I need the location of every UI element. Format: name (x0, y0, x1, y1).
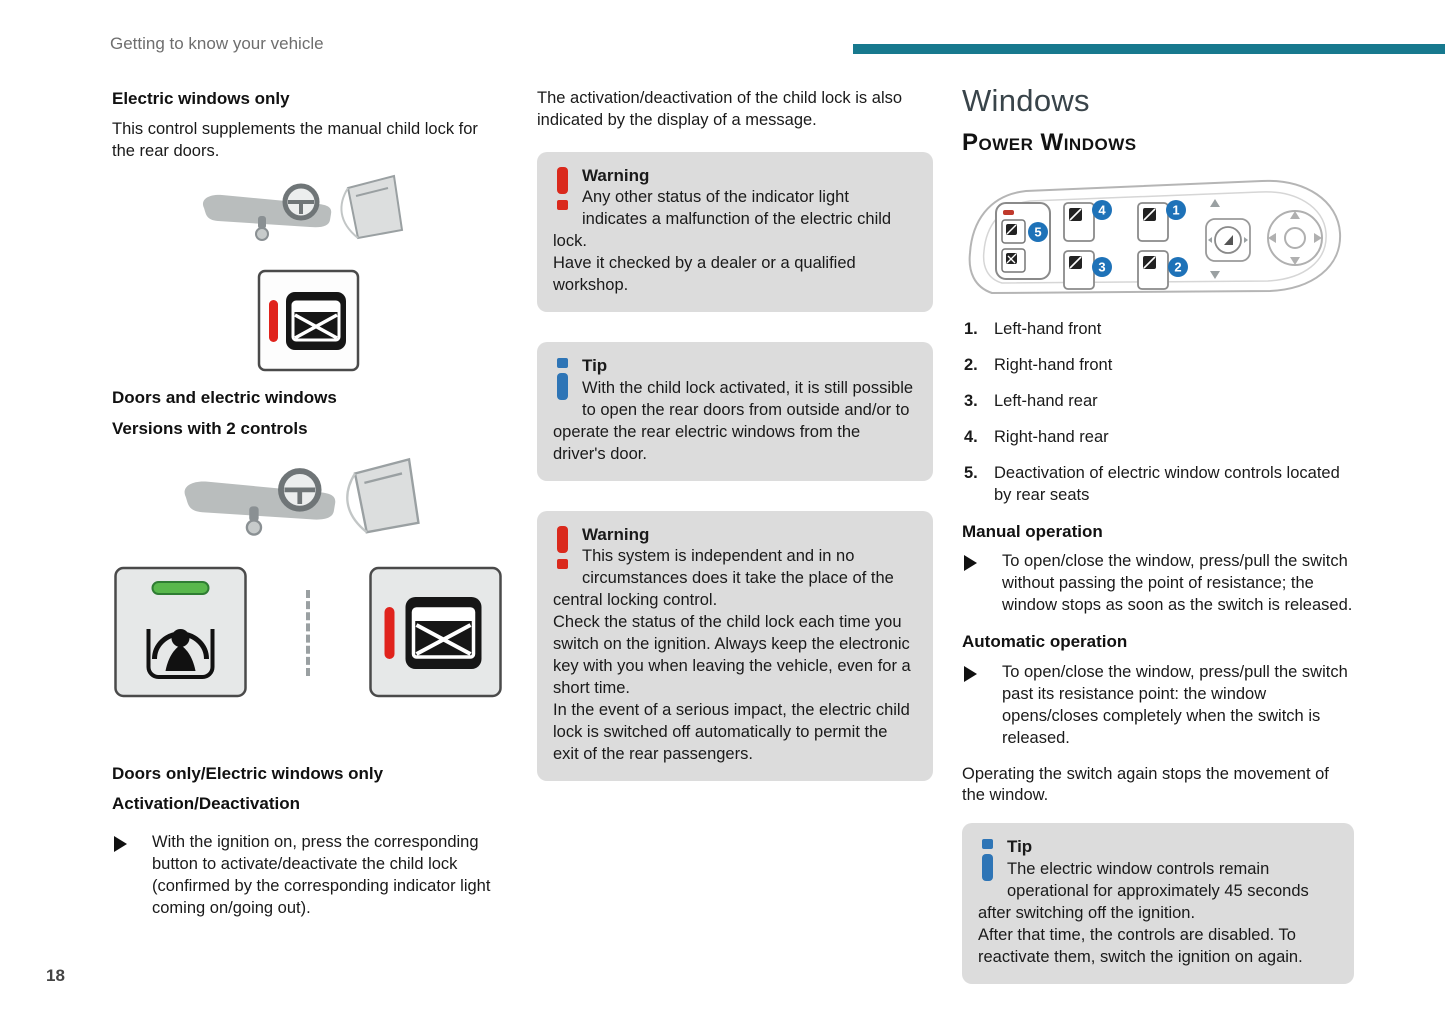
window-switch-list: 1. Left-hand front 2. Right-hand front 3… (964, 319, 1354, 507)
bullet-activation-text: With the ignition on, press the correspo… (152, 832, 491, 917)
list-text: Deactivation of electric window controls… (994, 463, 1340, 504)
bullet-activation: With the ignition on, press the correspo… (112, 832, 504, 920)
list-number: 2. (964, 356, 978, 375)
list-text: Right-hand front (994, 356, 1113, 375)
tip-title: Tip (582, 356, 608, 376)
arrow-bullet-icon (964, 665, 991, 682)
bullet-manual: To open/close the window, press/pull the… (962, 551, 1354, 617)
window-disable-button-icon (257, 270, 359, 372)
heading-activation-deactivation: Activation/Deactivation (112, 794, 300, 814)
tip-box-1: Tip With the child lock activated, it is… (537, 342, 933, 481)
two-controls-illustration (112, 565, 504, 701)
badge-2: 2 (1174, 260, 1181, 275)
warning-box-1: Warning Any other status of the indicato… (537, 151, 933, 313)
list-item: 1. Left-hand front (964, 319, 1354, 341)
heading-manual-operation: Manual operation (962, 521, 1103, 541)
tip-icon (980, 838, 997, 884)
badge-5: 5 (1034, 225, 1041, 240)
child-lock-location-illustration (112, 174, 504, 254)
list-number: 5. (964, 463, 978, 482)
arrow-bullet-icon (114, 835, 141, 852)
heading-electric-windows-only: Electric windows only (112, 89, 290, 108)
warning-text: In the event of a serious impact, the el… (553, 700, 910, 763)
warning-text: Check the status of the child lock each … (553, 612, 911, 697)
tip-box-2: Tip The electric window controls remain … (962, 823, 1354, 984)
tip-icon (555, 357, 572, 403)
section-subtitle-power-windows: Power Windows (962, 129, 1137, 157)
tip-text: After that time, the controls are disabl… (978, 925, 1303, 966)
warning-text: This system is independent and in no cir… (553, 547, 894, 610)
heading-automatic-operation: Automatic operation (962, 632, 1128, 652)
list-number: 1. (964, 320, 978, 339)
paragraph-intro: The activation/deactivation of the child… (537, 89, 903, 129)
badge-3: 3 (1098, 260, 1105, 275)
column-middle: The activation/deactivation of the child… (537, 88, 933, 797)
list-text: Right-hand rear (994, 427, 1109, 446)
column-right: Windows Power Windows 5 4 (962, 80, 1354, 1000)
paragraph-electric-windows: This control supplements the manual chil… (112, 119, 478, 160)
page-number: 18 (46, 966, 65, 985)
dashed-divider (306, 589, 310, 676)
child-lock-location-illustration-2 (112, 457, 504, 551)
heading-versions-2-controls: Versions with 2 controls (112, 419, 308, 439)
child-lock-control-button-icon (114, 566, 247, 697)
badge-4: 4 (1098, 203, 1106, 218)
tip-text: With the child lock activated, it is sti… (553, 378, 914, 463)
child-lock-button-illustration (112, 268, 504, 373)
accent-bar (853, 44, 1445, 54)
breadcrumb: Getting to know your vehicle (110, 34, 324, 53)
heading-doors-and-electric-windows: Doors and electric windows (112, 388, 337, 408)
warning-box-2: Warning This system is independent and i… (537, 510, 933, 781)
column-left: Electric windows only This control suppl… (112, 88, 504, 934)
dashboard-door-icon (202, 175, 404, 242)
bullet-automatic-text: To open/close the window, press/pull the… (1002, 662, 1348, 747)
warning-title: Warning (582, 524, 650, 544)
warning-title: Warning (582, 165, 650, 185)
list-text: Left-hand rear (994, 392, 1098, 410)
power-windows-illustration: 5 4 1 3 2 (962, 175, 1354, 305)
dashboard-door-icon (184, 457, 420, 536)
bullet-manual-text: To open/close the window, press/pull the… (1002, 552, 1353, 615)
warning-icon (555, 525, 572, 572)
list-item: 4. Right-hand rear (964, 427, 1354, 449)
list-number: 3. (964, 392, 978, 410)
warning-text: Have it checked by a dealer or a qualifi… (553, 254, 856, 295)
list-item: 5. Deactivation of electric window contr… (964, 463, 1354, 507)
list-item: 2. Right-hand front (964, 355, 1354, 377)
list-number: 4. (964, 427, 978, 446)
heading-doors-only: Doors only/Electric windows only (112, 763, 384, 783)
door-switch-panel-icon: 5 4 1 3 2 (968, 180, 1342, 295)
list-text: Left-hand front (994, 320, 1102, 339)
arrow-bullet-icon (964, 555, 991, 572)
window-disable-control-button-icon (369, 566, 502, 697)
paragraph-outro: Operating the switch again stops the mov… (962, 764, 1329, 805)
section-title-windows: Windows (962, 83, 1090, 118)
tip-title: Tip (1007, 837, 1033, 857)
warning-icon (555, 166, 572, 213)
badge-1: 1 (1172, 203, 1179, 218)
bullet-automatic: To open/close the window, press/pull the… (962, 662, 1354, 750)
list-item: 3. Left-hand rear (964, 391, 1354, 413)
warning-text: Any other status of the indicator light … (553, 188, 892, 251)
tip-text: The electric window controls remain oper… (978, 860, 1309, 922)
